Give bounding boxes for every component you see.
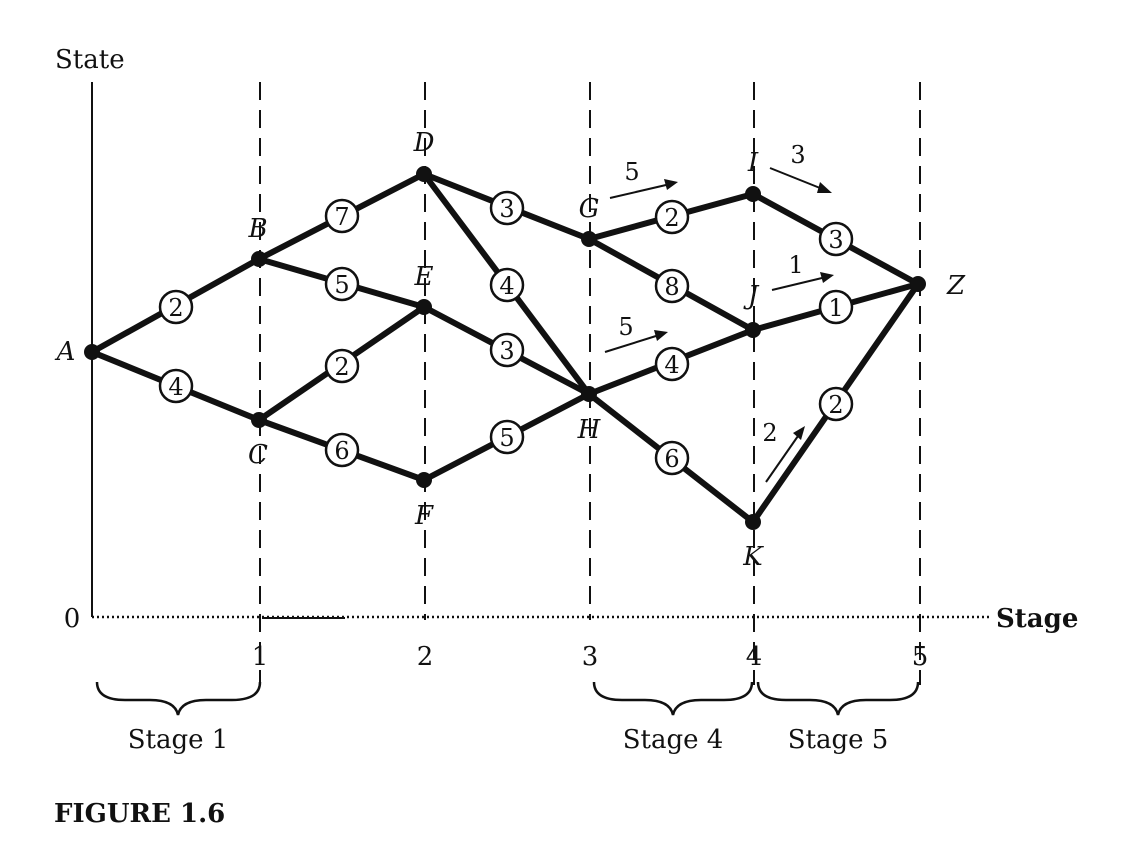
svg-text:8: 8 [664,273,679,301]
weight-E-H: 3 [489,332,525,368]
weight-F-H: 5 [489,419,525,455]
stage-braces [95,681,920,716]
weight-I-Z: 3 [818,221,854,257]
svg-text:6: 6 [664,445,679,473]
arrow-annotation-G-I: 5 [609,158,678,199]
node-C [251,412,267,428]
edge-weights: 2 4 7 5 2 6 3 4 3 5 2 8 4 6 3 1 2 [158,190,854,476]
node-label-F: F [414,501,434,531]
node-label-H: H [577,415,602,445]
brace-stage-1 [95,681,262,716]
weight-A-C: 4 [158,368,194,404]
weight-G-J: 8 [654,268,690,304]
svg-text:4: 4 [168,373,183,401]
svg-text:3: 3 [499,195,514,223]
y-axis-label: State [55,45,125,75]
node-label-G: G [579,194,600,224]
arrow-annotation-K-Z: 2 [762,419,805,483]
weight-K-Z: 2 [818,386,854,422]
weight-D-G: 3 [489,190,525,226]
weight-H-K: 6 [654,440,690,476]
node-label-A: A [55,337,76,367]
weight-A-B: 2 [158,289,194,325]
node-label-J: J [743,281,760,311]
origin-label: 0 [64,604,81,634]
svg-text:4: 4 [499,272,514,300]
tick-label-3: 3 [582,642,599,672]
svg-text:3: 3 [828,226,843,254]
svg-text:4: 4 [664,351,679,379]
weight-D-H: 4 [489,267,525,303]
weight-G-I: 2 [654,199,690,235]
svg-text:3: 3 [499,337,514,365]
weight-B-D: 7 [324,198,360,234]
node-labels: A B C D E F G H I J K Z [55,128,966,572]
svg-text:2: 2 [762,419,777,447]
figure-caption: FIGURE 1.6 [54,799,225,829]
node-label-Z: Z [946,271,966,301]
arrow-annotation-J-Z: 1 [771,251,834,291]
node-G [581,231,597,247]
node-label-C: C [248,440,268,470]
svg-text:2: 2 [334,353,349,381]
node-H [581,386,597,402]
node-label-E: E [414,262,434,292]
weight-H-J: 4 [654,346,690,382]
tick-label-2: 2 [417,642,434,672]
node-label-D: D [413,128,435,158]
brace-label-stage-4: Stage 4 [623,725,724,755]
weight-C-E: 2 [324,348,360,384]
brace-stage-4 [592,681,754,716]
tick-label-4: 4 [746,642,763,672]
svg-text:2: 2 [168,294,183,322]
node-E [416,299,432,315]
stage-guide-lines [259,82,921,685]
svg-text:6: 6 [334,437,349,465]
svg-text:3: 3 [790,141,805,169]
brace-label-stage-5: Stage 5 [788,725,889,755]
node-F [416,472,432,488]
brace-label-stage-1: Stage 1 [128,725,229,755]
node-J [745,322,761,338]
node-K [745,514,761,530]
weight-B-E: 5 [324,266,360,302]
direction-arrows: 5 3 1 5 2 [604,141,834,483]
node-B [251,251,267,267]
brace-stage-5 [756,681,920,716]
node-label-K: K [742,542,764,572]
node-D [416,166,432,182]
svg-text:1: 1 [788,251,803,279]
node-Z [910,276,926,292]
svg-text:5: 5 [618,313,633,341]
svg-text:7: 7 [334,203,349,231]
node-label-B: B [247,214,267,244]
arrow-annotation-I-Z: 3 [769,141,832,193]
weight-J-Z: 1 [818,289,854,325]
svg-text:1: 1 [828,294,843,322]
svg-text:5: 5 [624,158,639,186]
nodes [84,166,926,530]
svg-text:5: 5 [334,271,349,299]
weight-C-F: 6 [324,432,360,468]
x-axis-label: Stage [996,604,1078,634]
svg-text:2: 2 [664,204,679,232]
node-label-I: I [747,148,759,178]
tick-label-1: 1 [252,642,269,672]
node-A [84,344,100,360]
svg-text:2: 2 [828,391,843,419]
node-I [745,186,761,202]
arrow-annotation-H-J: 5 [604,313,668,353]
tick-label-5: 5 [912,642,929,672]
svg-text:5: 5 [499,424,514,452]
